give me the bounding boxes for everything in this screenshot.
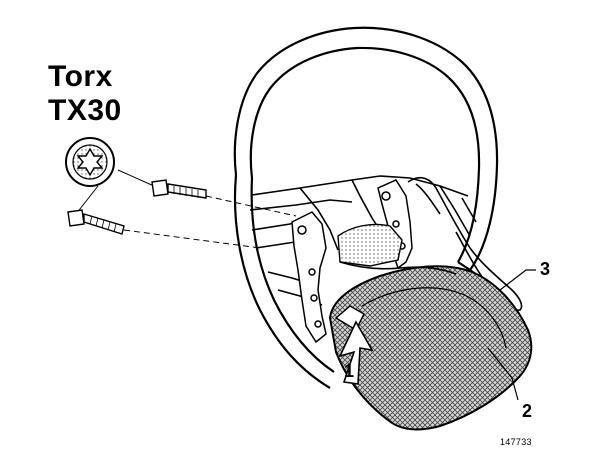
torx-head-icon xyxy=(65,137,115,187)
torx-leader-lines xyxy=(75,169,155,215)
left-mounting-bracket xyxy=(291,211,327,344)
tool-size-label: TX30 xyxy=(48,94,122,127)
steering-wheel-rim xyxy=(233,26,499,389)
callout-2: 2 xyxy=(522,401,533,421)
tool-name-label: Torx xyxy=(48,60,113,93)
upper-bolt xyxy=(151,179,207,199)
lower-bolt xyxy=(67,209,125,235)
callout-leaders xyxy=(487,269,536,401)
hub-cover xyxy=(337,223,403,267)
right-mounting-bracket xyxy=(377,179,413,270)
direction-arrow xyxy=(338,320,374,385)
bolt-guide-lines xyxy=(123,195,297,249)
callout-1: 1 xyxy=(344,361,355,381)
reference-number: 147733 xyxy=(500,437,532,447)
callout-3: 3 xyxy=(540,259,551,279)
